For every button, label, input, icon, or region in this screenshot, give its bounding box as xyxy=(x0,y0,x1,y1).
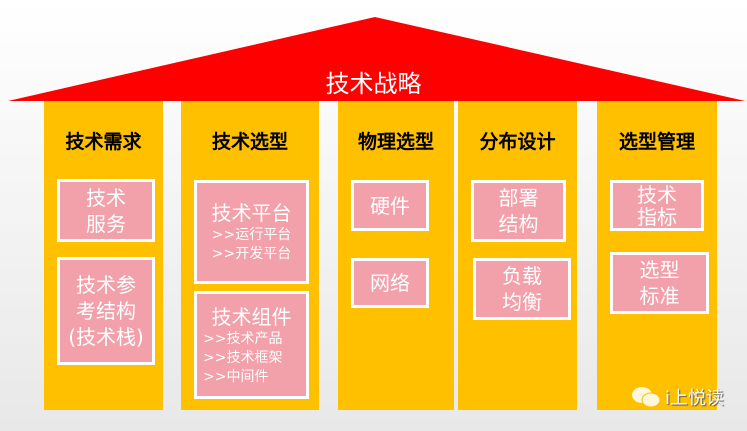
box-tech-component: 技术组件 >>技术产品 >>技术框架 >>中间件 xyxy=(194,291,309,399)
box-line: 技术 xyxy=(637,182,677,207)
box-line: 网络 xyxy=(370,271,410,295)
box-item: >>中间件 xyxy=(203,368,269,385)
box-title: 技术平台 xyxy=(211,201,292,225)
box-item: >>开发平台 xyxy=(211,246,292,262)
box-line: 部署 xyxy=(498,186,539,210)
box-network: 网络 xyxy=(351,258,429,308)
watermark-text: i上悦读 xyxy=(665,388,725,409)
box-item: >>技术框架 xyxy=(203,349,283,366)
pillar-header: 技术需求 xyxy=(65,131,142,153)
box-deployment: 部署结构 xyxy=(471,180,566,242)
box-load-balancing: 负载均衡 xyxy=(473,258,571,320)
box-item: >>运行平台 xyxy=(211,227,292,243)
box-line: 指标 xyxy=(637,204,677,229)
box-line: 服务 xyxy=(86,211,126,236)
box-line: 技术 xyxy=(86,185,126,210)
box-line: 标准 xyxy=(639,284,680,308)
box-tech-reference: 技术参考结构(技术栈) xyxy=(57,257,155,365)
pillar-physical-selection: 物理选型 xyxy=(338,101,454,410)
box-tech-platform: 技术平台 >>运行平台 >>开发平台 xyxy=(194,180,309,284)
box-line: 硬件 xyxy=(370,193,410,218)
strategy-title: 技术战略 xyxy=(325,70,422,98)
box-tech-service: 技术服务 xyxy=(57,179,155,242)
pillar-header: 选型管理 xyxy=(618,131,695,153)
pillar-header: 物理选型 xyxy=(357,131,434,153)
pillar-header: 分布设计 xyxy=(479,131,556,153)
box-line: 考结构 xyxy=(76,299,136,323)
wechat-icon xyxy=(632,387,661,408)
box-line: 技术参 xyxy=(76,273,136,297)
box-line: 负载 xyxy=(502,264,542,288)
pillar-header: 技术选型 xyxy=(211,131,288,153)
roof xyxy=(8,17,745,101)
box-title: 技术组件 xyxy=(211,304,292,329)
box-selection-standard: 选型标准 xyxy=(610,252,709,314)
pillar-distribution-design: 分布设计 xyxy=(458,101,577,410)
box-line: 选型 xyxy=(639,258,680,282)
box-line: (技术栈) xyxy=(68,325,144,349)
box-line: 均衡 xyxy=(502,290,542,314)
box-hardware: 硬件 xyxy=(351,180,429,231)
box-tech-metrics: 技术指标 xyxy=(610,180,704,231)
box-item: >>技术产品 xyxy=(203,330,283,347)
box-line: 结构 xyxy=(498,212,539,236)
watermark: i上悦读 xyxy=(631,384,724,410)
